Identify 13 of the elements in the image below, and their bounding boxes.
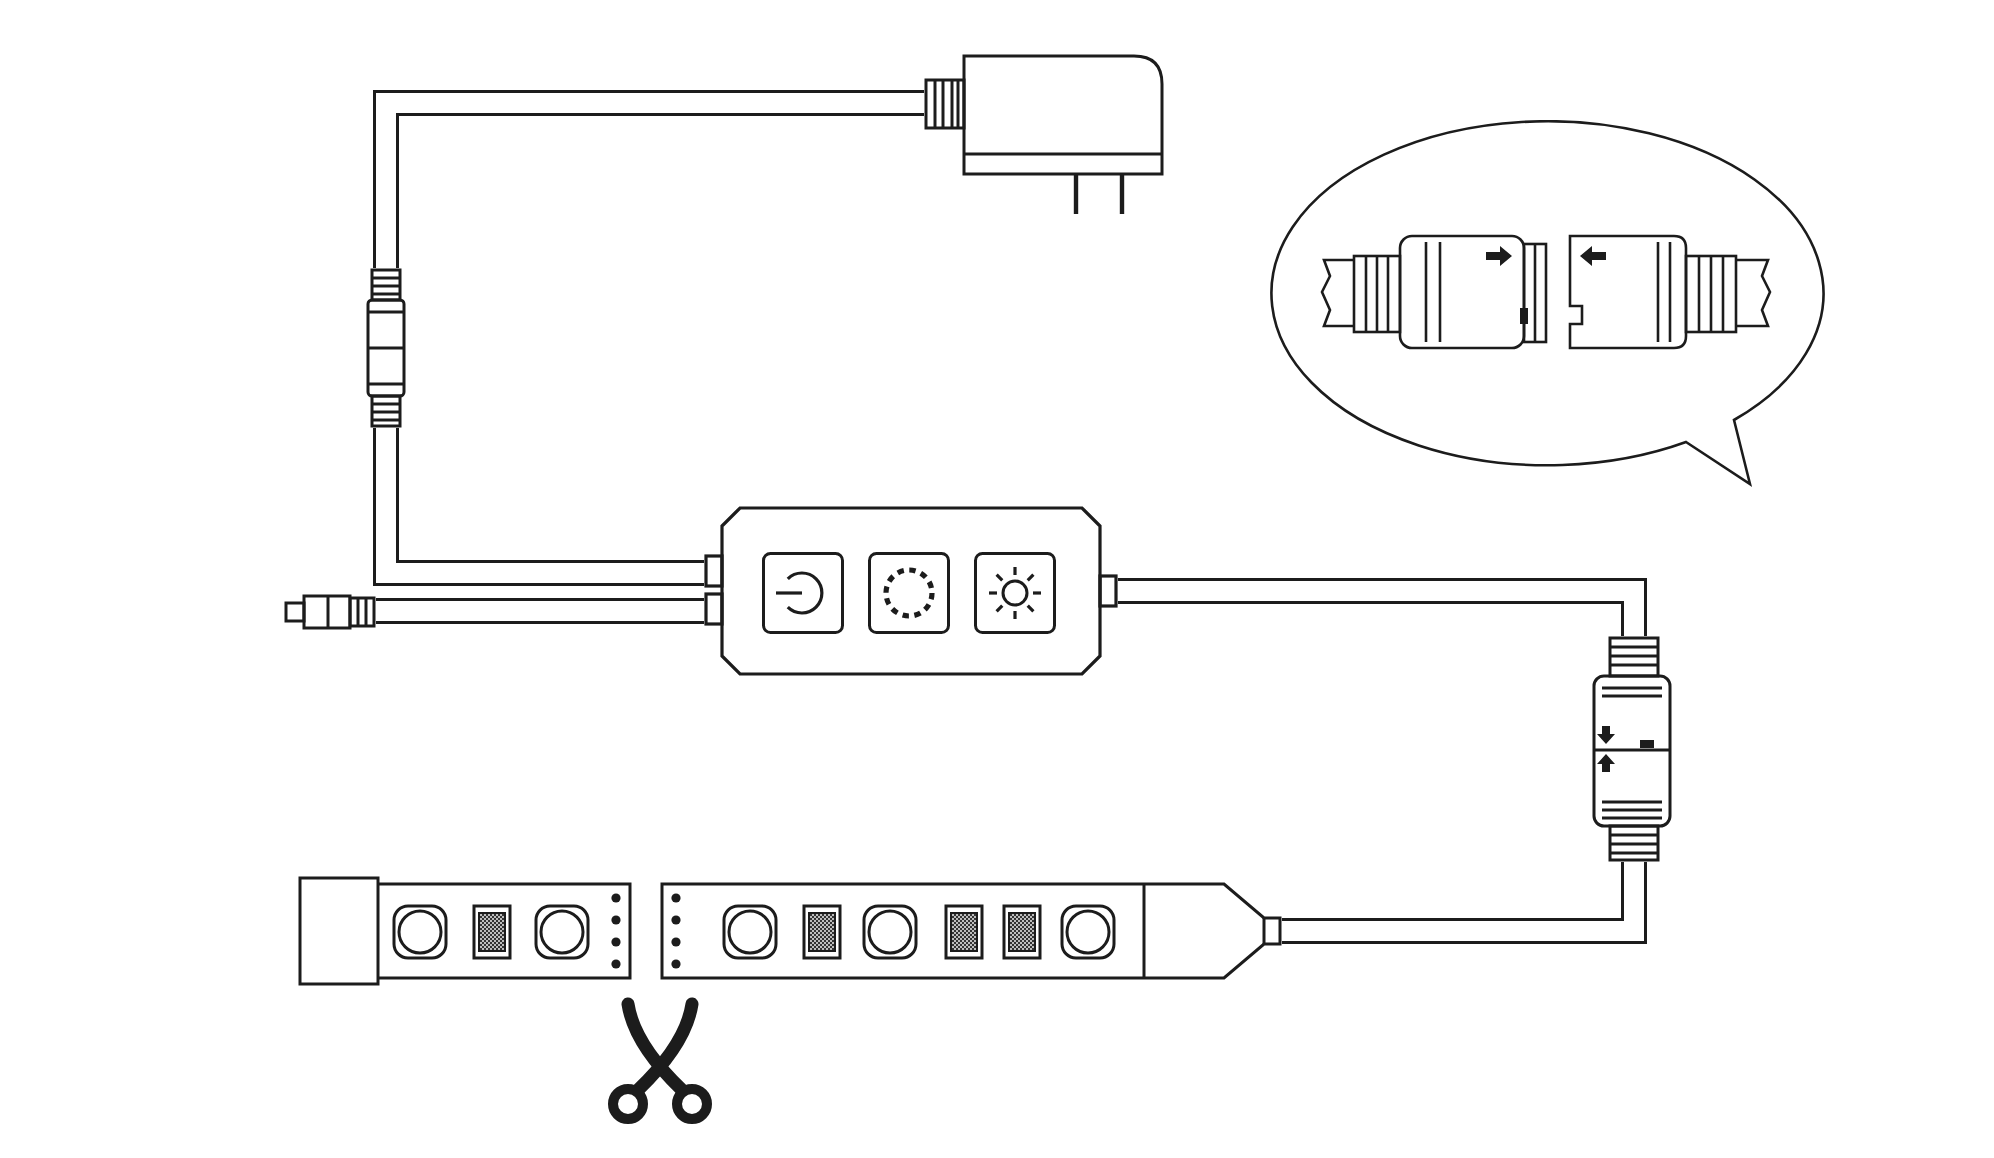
cable-connector: [1592, 636, 1676, 862]
callout-bubble: [1268, 120, 1830, 488]
led-strip-segment: [298, 876, 632, 986]
dc-plug: [284, 594, 376, 630]
controller-box: [704, 506, 1118, 676]
cable: [376, 598, 704, 624]
led-strip: [660, 882, 1282, 982]
dc-connector: [364, 268, 408, 428]
cable: [373, 90, 924, 268]
cable: [1282, 862, 1647, 944]
cable: [1118, 578, 1647, 636]
cable: [373, 428, 704, 586]
power-adapter: [924, 52, 1166, 216]
